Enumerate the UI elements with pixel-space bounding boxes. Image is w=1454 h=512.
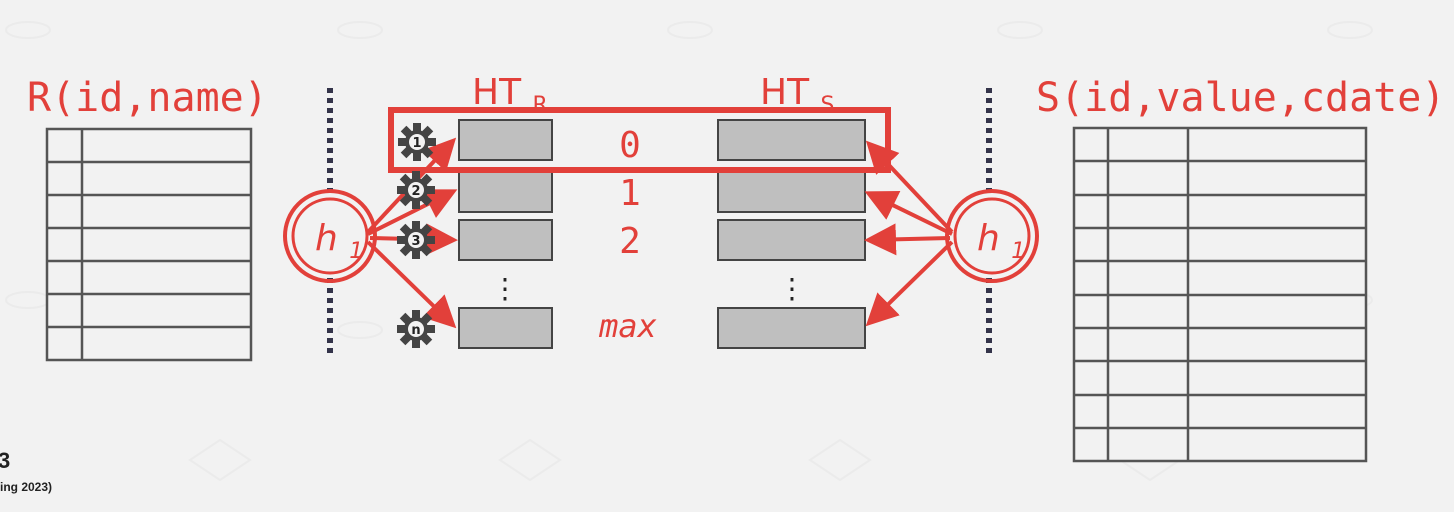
hash-table-r-bucket: [458, 119, 553, 161]
hash-function-left-name: h: [315, 218, 338, 259]
hash-function-right: h 1: [945, 189, 1039, 283]
hash-table-s-bucket: [717, 171, 866, 213]
worker-gear-3: 3: [397, 221, 435, 259]
hash-table-s-bucket: [717, 307, 866, 349]
hash-function-left: h 1: [283, 189, 377, 283]
right-table: [1072, 126, 1368, 463]
hash-function-left-label: h 1: [315, 218, 363, 264]
left-table: [45, 127, 253, 362]
hash-table-s-bucket: [717, 119, 866, 161]
right-hash-arrows: [864, 140, 954, 327]
left-table-title: R(id,name): [27, 75, 268, 121]
hash-function-right-name: h: [977, 218, 1000, 259]
hash-function-right-label: h 1: [977, 218, 1025, 264]
hash-function-right-subscript: 1: [1011, 239, 1025, 264]
hash-table-s-ellipsis: ⋮: [778, 272, 806, 305]
left-table-frame: [45, 127, 253, 362]
hash-table-s: [717, 119, 866, 349]
bucket-label-max: max: [598, 307, 657, 345]
hash-table-r-ellipsis: ⋮: [491, 272, 519, 305]
hash-arrow: [865, 240, 954, 327]
hash-table-s-label-subscript: S: [821, 93, 835, 118]
bucket-label-1: 1: [619, 173, 641, 214]
hash-table-r-label-main: HT: [472, 72, 522, 113]
hash-function-left-outer-ring: [283, 189, 377, 283]
footer-number: 3: [0, 448, 11, 473]
hash-table-r: [458, 119, 553, 349]
hash-function-left-subscript: 1: [349, 239, 363, 264]
hash-arrow: [367, 189, 458, 236]
hash-arrow: [366, 240, 457, 329]
hash-arrow: [864, 223, 951, 256]
hash-function-right-inner-ring: [953, 197, 1031, 275]
footer-term: ing 2023): [0, 480, 53, 494]
worker-gear-2: 2: [397, 171, 435, 209]
right-table-title: S(id,value,cdate): [1036, 75, 1445, 121]
hash-arrow: [864, 191, 953, 236]
hash-table-s-bucket: [717, 219, 866, 261]
worker-gear-1-label: 1: [412, 136, 421, 151]
worker-gear-3-label: 3: [411, 234, 420, 249]
hash-table-s-label-main: HT: [760, 72, 810, 113]
hash-table-r-bucket: [458, 219, 553, 261]
worker-gear-n-label: n: [411, 323, 420, 338]
bucket-0-highlight: [388, 107, 891, 173]
hash-table-r-label-subscript: R: [533, 93, 548, 118]
worker-gear-n: n: [397, 310, 435, 348]
hash-arrow: [865, 140, 954, 234]
bucket-label-0: 0: [619, 125, 641, 166]
worker-gear-2-label: 2: [411, 184, 420, 199]
worker-gear-1: 1: [398, 123, 436, 161]
bucket-label-2: 2: [619, 221, 641, 262]
hash-function-left-inner-ring: [291, 197, 369, 275]
hash-table-r-bucket: [458, 171, 553, 213]
hash-function-right-outer-ring: [945, 189, 1039, 283]
hash-table-r-label: HT R: [472, 72, 548, 118]
hash-table-r-bucket: [458, 307, 553, 349]
